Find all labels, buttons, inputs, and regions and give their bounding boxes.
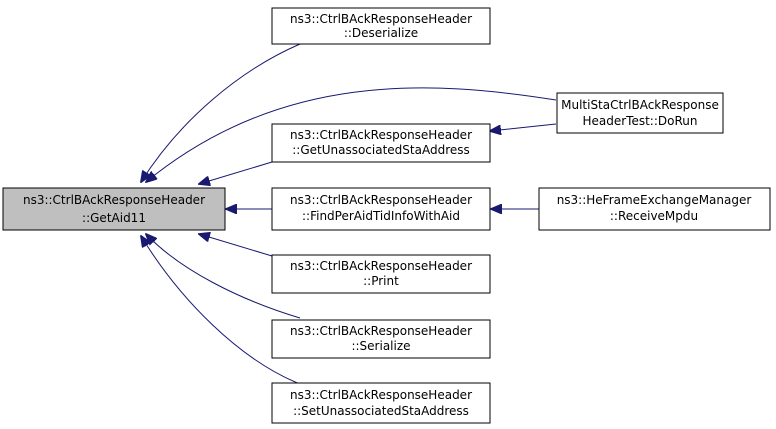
node-deserialize-line2: ::Deserialize: [344, 26, 418, 40]
node-heframe-line2: ::ReceiveMpdu: [610, 209, 698, 223]
node-findperaid-line2: ::FindPerAidTidInfoWithAid: [302, 209, 460, 223]
node-setunassociated-line1: ns3::CtrlBAckResponseHeader: [290, 388, 472, 402]
node-heframeexchangemanager-receivempdu[interactable]: ns3::HeFrameExchangeManager ::ReceiveMpd…: [538, 187, 771, 231]
node-serialize-line1: ns3::CtrlBAckResponseHeader: [290, 324, 472, 338]
edge-serialize-to-getaid11: [146, 234, 301, 319]
edges: [141, 43, 557, 385]
edge-print-to-getaid11: [199, 234, 273, 257]
node-multista-line2: HeaderTest::DoRun: [582, 114, 697, 128]
node-getunassociated-line1: ns3::CtrlBAckResponseHeader: [290, 128, 472, 142]
node-heframe-line1: ns3::HeFrameExchangeManager: [557, 193, 752, 207]
node-getaid11[interactable]: ns3::CtrlBAckResponseHeader ::GetAid11: [2, 187, 226, 231]
node-multista-line1: MultiStaCtrlBAckResponse: [561, 98, 719, 112]
edge-deserialize-to-getaid11: [141, 43, 301, 182]
edge-getunassociated-to-getaid11: [199, 161, 273, 184]
node-findperaid-line1: ns3::CtrlBAckResponseHeader: [290, 193, 472, 207]
node-print-line1: ns3::CtrlBAckResponseHeader: [290, 259, 472, 273]
node-serialize-line2: ::Serialize: [351, 339, 410, 353]
node-deserialize-line1: ns3::CtrlBAckResponseHeader: [290, 12, 472, 26]
node-setunassociatedstaaddress[interactable]: ns3::CtrlBAckResponseHeader ::SetUnassoc…: [271, 382, 491, 424]
node-print[interactable]: ns3::CtrlBAckResponseHeader ::Print: [271, 254, 491, 294]
node-multistactrlbackresponseheadertest-dorun[interactable]: MultiStaCtrlBAckResponse HeaderTest::DoR…: [556, 92, 724, 134]
node-deserialize[interactable]: ns3::CtrlBAckResponseHeader ::Deserializ…: [271, 7, 491, 45]
node-getaid11-line1: ns3::CtrlBAckResponseHeader: [23, 193, 205, 207]
node-serialize[interactable]: ns3::CtrlBAckResponseHeader ::Serialize: [271, 319, 491, 359]
edge-multista-to-getunassociated: [490, 123, 557, 131]
edge-multista-to-getaid11: [146, 87, 557, 182]
node-findperaidtidinfowithaid[interactable]: ns3::CtrlBAckResponseHeader ::FindPerAid…: [271, 187, 491, 231]
edge-setunassociated-to-getaid11: [141, 236, 301, 385]
node-getaid11-line2: ::GetAid11: [82, 211, 146, 225]
node-setunassociated-line2: ::SetUnassociatedStaAddress: [293, 404, 469, 418]
node-getunassociatedstaaddress[interactable]: ns3::CtrlBAckResponseHeader ::GetUnassoc…: [271, 123, 491, 163]
node-getunassociated-line2: ::GetUnassociatedStaAddress: [292, 143, 470, 157]
node-print-line2: ::Print: [363, 274, 399, 288]
